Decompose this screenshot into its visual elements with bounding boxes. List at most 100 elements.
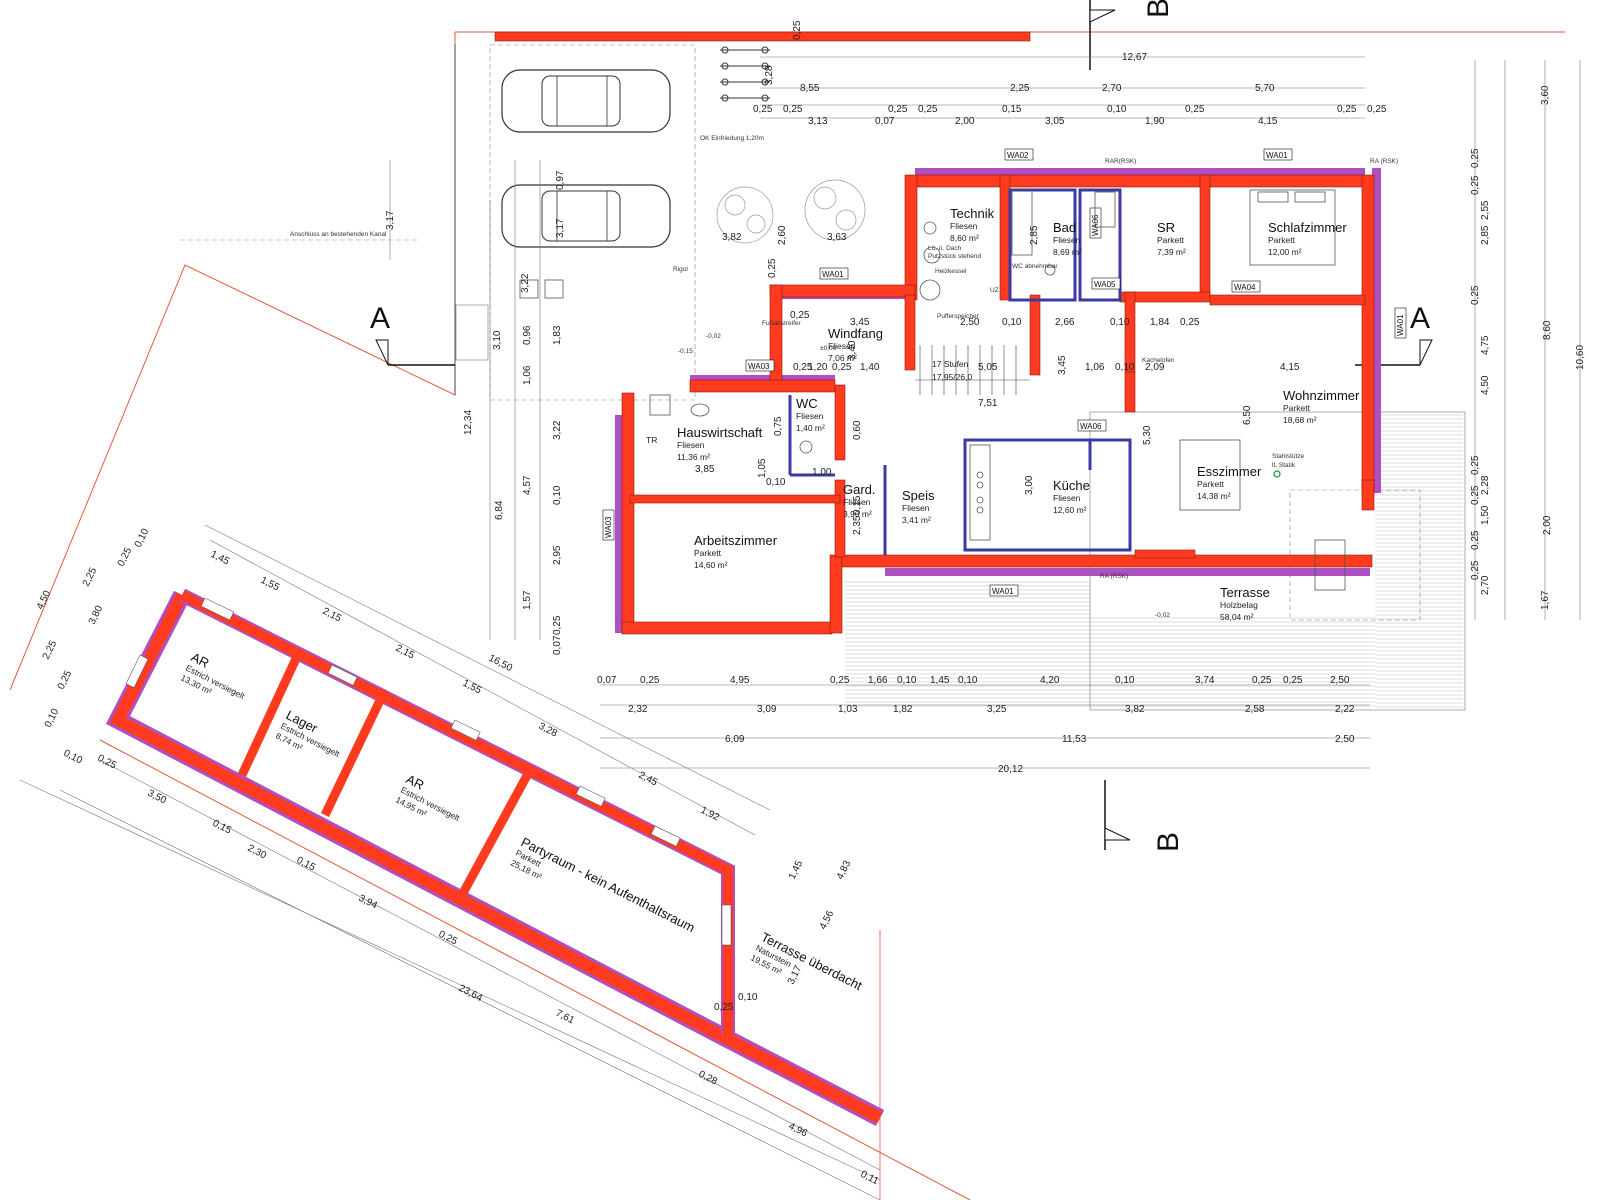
- dim-left: 0,07: [552, 635, 563, 655]
- dim-left: 1,06: [522, 365, 533, 385]
- room-name: Hauswirtschaft: [677, 425, 763, 440]
- dim-bottom: 0,25: [640, 675, 660, 686]
- svg-text:WA06: WA06: [1091, 214, 1100, 236]
- note-level4: -0,02: [1155, 612, 1170, 619]
- room-name: Schlafzimmer: [1268, 220, 1347, 235]
- svg-text:WA01: WA01: [1266, 151, 1288, 160]
- dim-right: 2,85: [1480, 225, 1491, 245]
- dim-left: 1,57: [522, 590, 533, 610]
- dim-inner: 3,45: [850, 317, 870, 328]
- note-einfriedung: OK Einfriedung 1,20m: [700, 135, 764, 142]
- dim-right: 0,25: [1470, 148, 1481, 168]
- note-stahlstuetze: Stahlstütze: [1272, 453, 1305, 460]
- dim-left: 3,22: [552, 420, 563, 440]
- dim-bottom: 0,07: [597, 675, 617, 686]
- dim-annex: 2,25: [41, 639, 60, 662]
- note-level1: ±0,00: [820, 345, 837, 352]
- main-house: WA02 WA06 WA01 WA05 WA04 WA01 WA03 WA06 …: [602, 148, 1407, 635]
- room-name: Technik: [950, 206, 995, 221]
- column-icon: [1273, 470, 1281, 478]
- dim-inner: 0,25: [1180, 317, 1200, 328]
- bed-icon: [1249, 189, 1336, 266]
- dim-inner: 0,15: [852, 495, 863, 515]
- room-floor: Fliesen: [796, 411, 824, 421]
- dim-bottom: 6,09: [725, 734, 745, 745]
- room-floor: Parkett: [694, 548, 722, 558]
- dim-top: 0,07: [875, 116, 895, 127]
- dim-right: 3,60: [1540, 85, 1551, 105]
- dim-bottom: 3,82: [1125, 704, 1145, 715]
- dim-bottom: 0,25: [1252, 675, 1272, 686]
- svg-text:A: A: [370, 302, 390, 335]
- stairs-dims: 17,95/26,0: [932, 372, 972, 382]
- dim-top: 0,25: [1337, 104, 1357, 115]
- room-name: Bad: [1053, 220, 1076, 235]
- dim-annex: 0,10: [738, 992, 758, 1003]
- note-wc-abnehmbar: WC abnehmbar: [1012, 263, 1058, 270]
- dim-top: 2,70: [1102, 83, 1122, 94]
- dim-bottom: 3,74: [1195, 675, 1215, 686]
- dim-left: 2,95: [552, 545, 563, 565]
- dim-top: 0,25: [792, 20, 803, 40]
- room-area: 12,00 m²: [1268, 247, 1302, 257]
- stairs-label: 17 Stufen: [932, 359, 969, 369]
- dim-annex: 1,45: [787, 859, 806, 882]
- svg-text:WA04: WA04: [1234, 283, 1256, 292]
- room-name: AR: [404, 771, 427, 793]
- room-name: Windfang: [828, 326, 883, 341]
- dim-left: 6,84: [494, 500, 505, 520]
- dim-inner: 4,15: [1280, 362, 1300, 373]
- bin-icon: [544, 279, 564, 299]
- dimension-lines: [180, 56, 1581, 769]
- room-area: 18,68 m²: [1283, 415, 1317, 425]
- dim-inner: 3,40: [847, 340, 858, 360]
- dim-bottom: 4,95: [730, 675, 750, 686]
- dim-annex: 4,83: [835, 859, 854, 882]
- dim-inner: 6,50: [1242, 405, 1253, 425]
- dim-inner: 0,97: [555, 170, 566, 190]
- note-kanal: Anschluss an bestehenden Kanal: [290, 231, 387, 238]
- section-marker-b-bottom: B: [1104, 780, 1185, 852]
- room-name: Arbeitszimmer: [694, 533, 778, 548]
- dim-inner: 1,84: [1150, 317, 1170, 328]
- dim-annex: 0,25: [714, 1002, 734, 1013]
- dim-inner: 3,17: [555, 218, 566, 238]
- dim-top: 5,70: [1255, 83, 1275, 94]
- dim-inner: 0,25: [790, 310, 810, 321]
- dim-top: 0,25: [753, 104, 773, 115]
- room-name: Esszimmer: [1197, 464, 1262, 479]
- dim-inner: 5,30: [1142, 425, 1153, 445]
- dim-inner: 0,10: [766, 477, 786, 488]
- note-uz: UZ: [990, 287, 999, 294]
- dim-annex: 0,15: [211, 818, 234, 837]
- dim-annex: 7,61: [554, 1008, 577, 1027]
- dim-inner: 3,00: [1024, 475, 1035, 495]
- room-floor: Parkett: [1283, 403, 1311, 413]
- dim-annex: 2,45: [637, 770, 660, 789]
- dim-inner: 2,35: [852, 515, 863, 535]
- note-fussabstreifer: Fußabstreifer: [762, 320, 801, 327]
- dim-bottom: 2,32: [628, 704, 648, 715]
- room-floor: Fliesen: [677, 440, 705, 450]
- dim-top: 4,15: [1258, 116, 1278, 127]
- dim-bottom: 0,25: [830, 675, 850, 686]
- dim-inner: 0,75: [773, 416, 784, 436]
- dim-left: 4,57: [522, 475, 533, 495]
- dim-bottom: 3,09: [757, 704, 777, 715]
- dim-annex: 0,25: [116, 546, 135, 569]
- dim-top: 1,90: [1145, 116, 1165, 127]
- dim-top: 0,25: [1367, 104, 1387, 115]
- dim-bottom: 2,50: [1335, 734, 1355, 745]
- dim-annex: 1,45: [209, 549, 232, 568]
- dim-top: 0,15: [1002, 104, 1022, 115]
- dim-annex: 2,15: [321, 606, 344, 625]
- dim-left: 3,17: [385, 210, 396, 230]
- dim-annex: 1,55: [461, 678, 484, 697]
